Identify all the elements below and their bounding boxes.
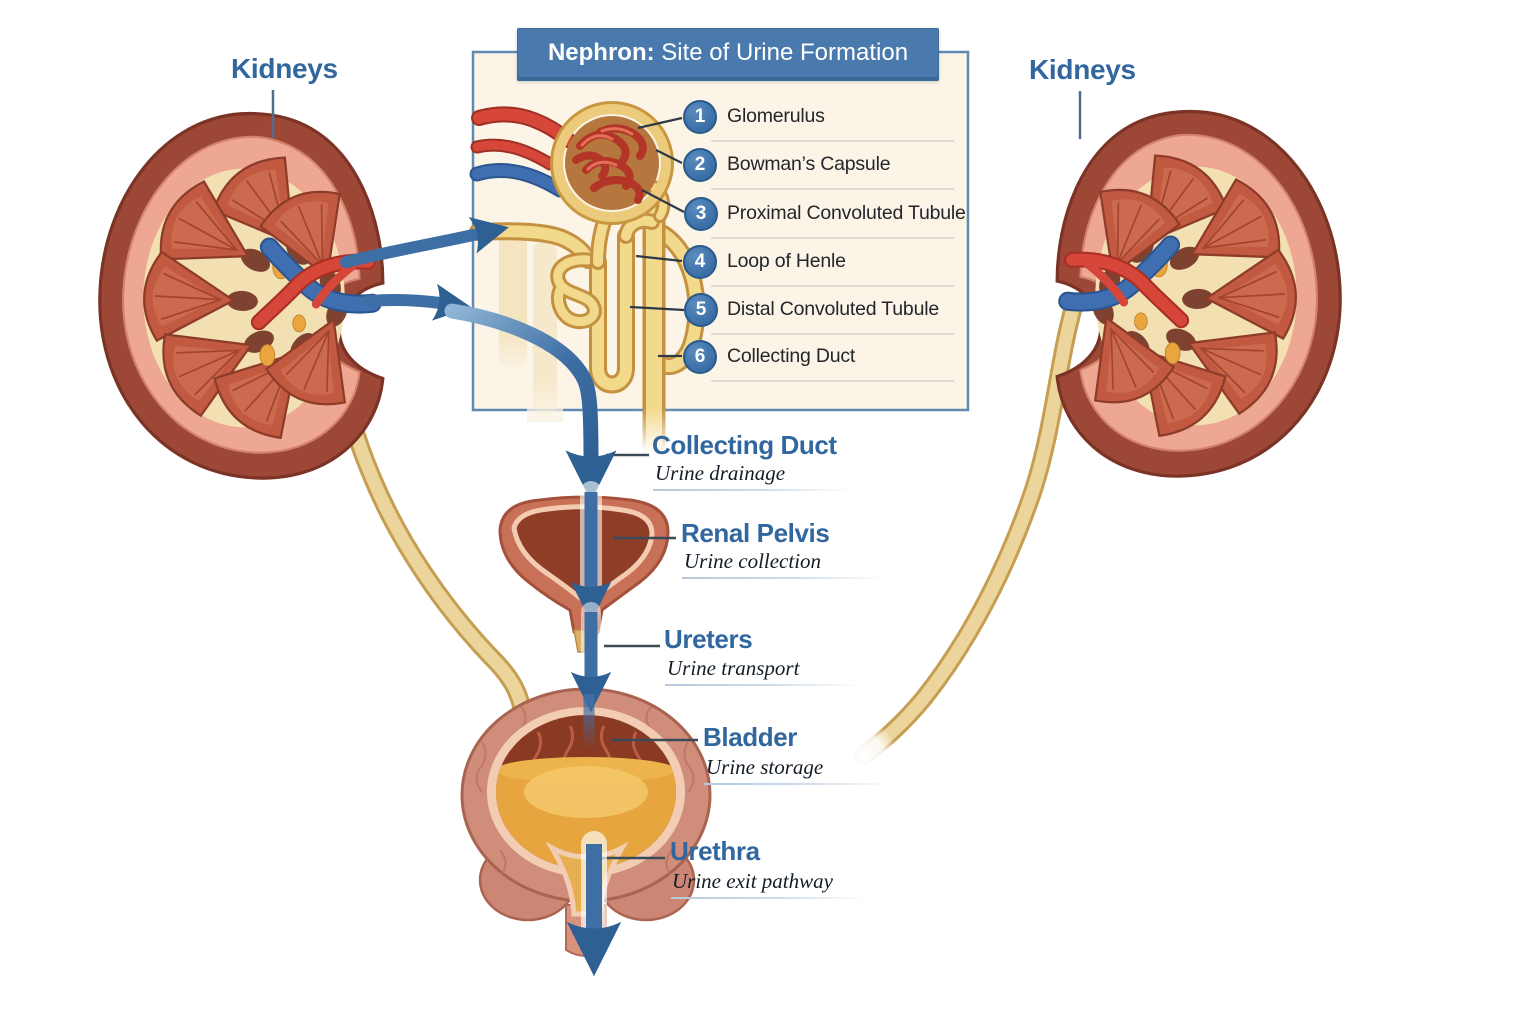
list-item-distal-convoluted-tubule: Distal Convoluted Tubule — [727, 298, 939, 320]
kidney-right-illustration — [1057, 111, 1340, 476]
urethra-title: Urethra — [670, 836, 760, 866]
ureters-subtitle: Urine transport — [667, 656, 800, 680]
nephron-to-pelvis-band-arrow — [444, 303, 617, 502]
glomerulus-highlights — [580, 127, 634, 171]
list-separator — [711, 188, 954, 190]
flow-arrows — [340, 217, 622, 977]
label-rule — [682, 577, 887, 579]
list-item-glomerulus: Glomerulus — [727, 105, 825, 127]
urethra-subtitle: Urine exit pathway — [672, 869, 833, 893]
list-item-loop-of-henle: Loop of Henle — [727, 250, 846, 272]
kidneys-label-right: Kidneys — [1029, 54, 1136, 85]
list-number-6: 6 — [683, 340, 717, 374]
bladder-illustration — [460, 687, 712, 957]
nephron-panel-header: Nephron: Site of Urine Formation — [517, 28, 939, 81]
collecting-duct-subtitle: Urine drainage — [655, 461, 786, 485]
list-separator — [711, 140, 954, 142]
label-rule — [665, 684, 861, 686]
list-number-4: 4 — [683, 245, 717, 279]
bladder-urine — [496, 757, 676, 869]
list-separator — [711, 380, 954, 382]
kidney-left-illustration — [100, 113, 383, 478]
list-separator — [711, 237, 954, 239]
list-number-1: 1 — [683, 100, 717, 134]
kidney-to-nephron-arrow-lower — [362, 283, 472, 321]
panel-header-rest: Site of Urine Formation — [654, 39, 909, 66]
bladder-wall-texture — [475, 705, 695, 875]
ureters-title: Ureters — [664, 624, 753, 654]
list-number-3: 3 — [684, 197, 718, 231]
list-number-5: 5 — [684, 293, 718, 327]
list-leader-lines — [629, 116, 685, 358]
kidneys-label-left: Kidneys — [231, 53, 338, 84]
label-rule — [653, 489, 853, 491]
label-rule — [704, 783, 894, 785]
panel-header-bold: Nephron: — [547, 39, 655, 66]
list-item-bowmans-capsule: Bowman’s Capsule — [727, 153, 891, 175]
list-separator — [711, 285, 954, 287]
nephron-illustration — [469, 101, 706, 460]
ureter-right — [826, 295, 1084, 792]
bladder-title: Bladder — [703, 722, 798, 752]
list-item-proximal-convoluted-tubule: Proximal Convoluted Tubule — [727, 202, 966, 224]
renal-pelvis-title: Renal Pelvis — [681, 518, 830, 548]
list-separator — [711, 333, 954, 335]
list-number-2: 2 — [683, 148, 717, 182]
list-item-collecting-duct: Collecting Duct — [727, 345, 856, 367]
label-rule — [671, 897, 867, 899]
renal-pelvis-subtitle: Urine collection — [684, 549, 822, 573]
bladder-subtitle: Urine storage — [706, 755, 824, 779]
collecting-duct-title: Collecting Duct — [652, 430, 837, 460]
kidney-to-nephron-arrow-upper — [340, 217, 509, 268]
